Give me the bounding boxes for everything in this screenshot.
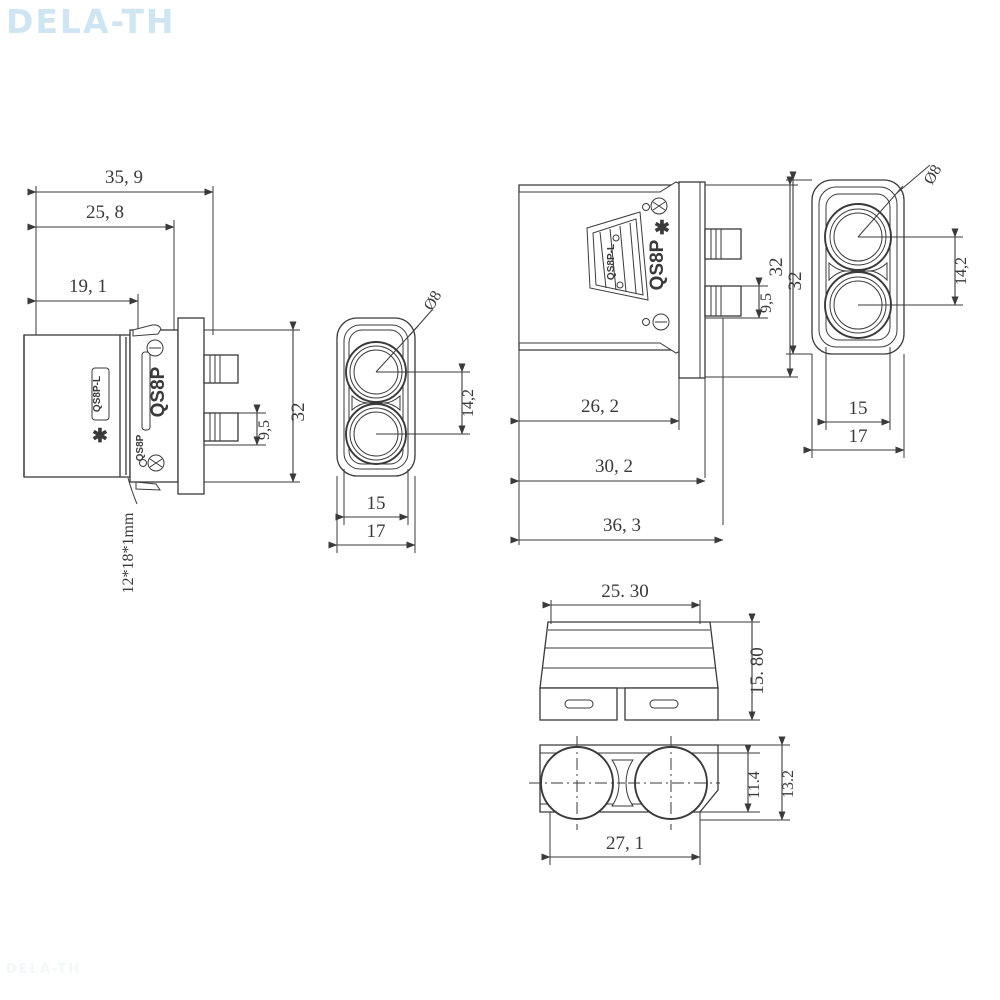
plug-pin-hole-icon xyxy=(139,459,147,467)
socket-contact-top xyxy=(704,228,742,260)
socket-flange xyxy=(678,181,706,379)
plug-asterisk-icon: ✱ xyxy=(92,426,108,447)
mid-bowtie-separator xyxy=(351,394,401,412)
plug-nameplate-text: QS8P-L xyxy=(92,376,103,412)
watermark-bottom: DELA-TH xyxy=(6,962,82,977)
left-front-view: Ø8 14,2 15 17 xyxy=(328,288,477,553)
plug-brand-sub-text: QS8P xyxy=(135,434,146,461)
dim-label-25-30: 25. 30 xyxy=(601,581,649,602)
plug-nameplate xyxy=(91,367,110,421)
right-front-view: Ø8 32 14,2 15 17 xyxy=(766,162,970,458)
socket-panel-text: QS8P-L xyxy=(606,244,617,280)
dim-label-25-8: 25, 8 xyxy=(86,202,124,223)
socket-brand-text: QS8P xyxy=(647,239,668,290)
plug-blade-bottom xyxy=(203,412,239,442)
dim-label-15-80: 15. 80 xyxy=(747,647,768,695)
plug-blade-top xyxy=(203,354,239,384)
gasket-leader-line xyxy=(127,477,138,505)
plug-bottom-tab xyxy=(135,481,161,491)
dim-label-17-mid: 17 xyxy=(367,521,386,542)
socket-label-panel xyxy=(586,211,649,301)
plug-brand-text: QS8P xyxy=(148,366,169,417)
dim-label-13-2: 13.2 xyxy=(780,770,797,798)
dim-label-30-2: 30, 2 xyxy=(595,456,633,477)
far-inner-shell-2 xyxy=(825,193,891,341)
dim-label-19-1: 19, 1 xyxy=(69,276,107,297)
mid-inner-shell xyxy=(343,324,409,470)
dim-label-35-9: 35, 9 xyxy=(105,167,143,188)
dim-label-dia8-far: Ø8 xyxy=(921,162,946,187)
dim-label-32-right: 32 xyxy=(785,272,806,291)
dim-label-36-3: 36, 3 xyxy=(603,515,641,536)
socket-asterisk-icon: ✱ xyxy=(654,218,670,239)
left-side-view: 35, 9 25, 8 19, 1 QS8P-L ✱ QS8P Q xyxy=(23,167,309,593)
gasket-note-label: 12*18*1mm xyxy=(120,512,137,593)
watermark-top: DELA-TH xyxy=(6,2,176,41)
dim-label-11-4: 11.4 xyxy=(746,771,763,798)
dia-leader-far xyxy=(857,185,904,238)
far-inner-shell xyxy=(818,186,898,348)
dim-label-32-left: 32 xyxy=(288,403,309,422)
dim-label-9-5-right: 9,5 xyxy=(758,293,775,313)
plug-latch-tab xyxy=(132,324,162,337)
socket-hole-bottom-icon xyxy=(642,318,650,326)
plug-rear-body xyxy=(23,334,131,478)
socket-panel-hole-bottom xyxy=(616,281,624,289)
dim-label-17-far: 17 xyxy=(849,426,868,447)
dim-label-14-2-far: 14,2 xyxy=(953,257,970,285)
socket-contact-bottom xyxy=(704,285,742,317)
plug-slot xyxy=(141,351,151,431)
dim-label-14-2-mid: 14,2 xyxy=(460,389,477,417)
cap-slot-right xyxy=(649,699,679,709)
dim-label-27-1: 27, 1 xyxy=(606,833,644,854)
cap-slot-left xyxy=(564,699,594,709)
socket-hole-top-icon xyxy=(642,203,650,211)
dim-label-9-5-left: 9,5 xyxy=(256,420,273,440)
dim-label-15-mid: 15 xyxy=(367,493,386,514)
plug-flange xyxy=(177,317,205,495)
dim-label-32-far: 32 xyxy=(766,258,787,277)
dim-label-26-2: 26, 2 xyxy=(581,396,619,417)
dim-label-15-far: 15 xyxy=(849,398,868,419)
right-side-view: QS8P-L QS8P ✱ xyxy=(510,176,806,545)
cap-plan-view: 11.4 13.2 27, 1 xyxy=(529,736,797,865)
cap-side-view: 25. 30 15. 80 xyxy=(539,581,768,721)
dim-label-dia8-mid: Ø8 xyxy=(421,288,446,313)
far-bowtie-separator xyxy=(828,261,888,282)
cap-body xyxy=(539,621,719,689)
socket-panel-hole-top xyxy=(612,234,620,242)
